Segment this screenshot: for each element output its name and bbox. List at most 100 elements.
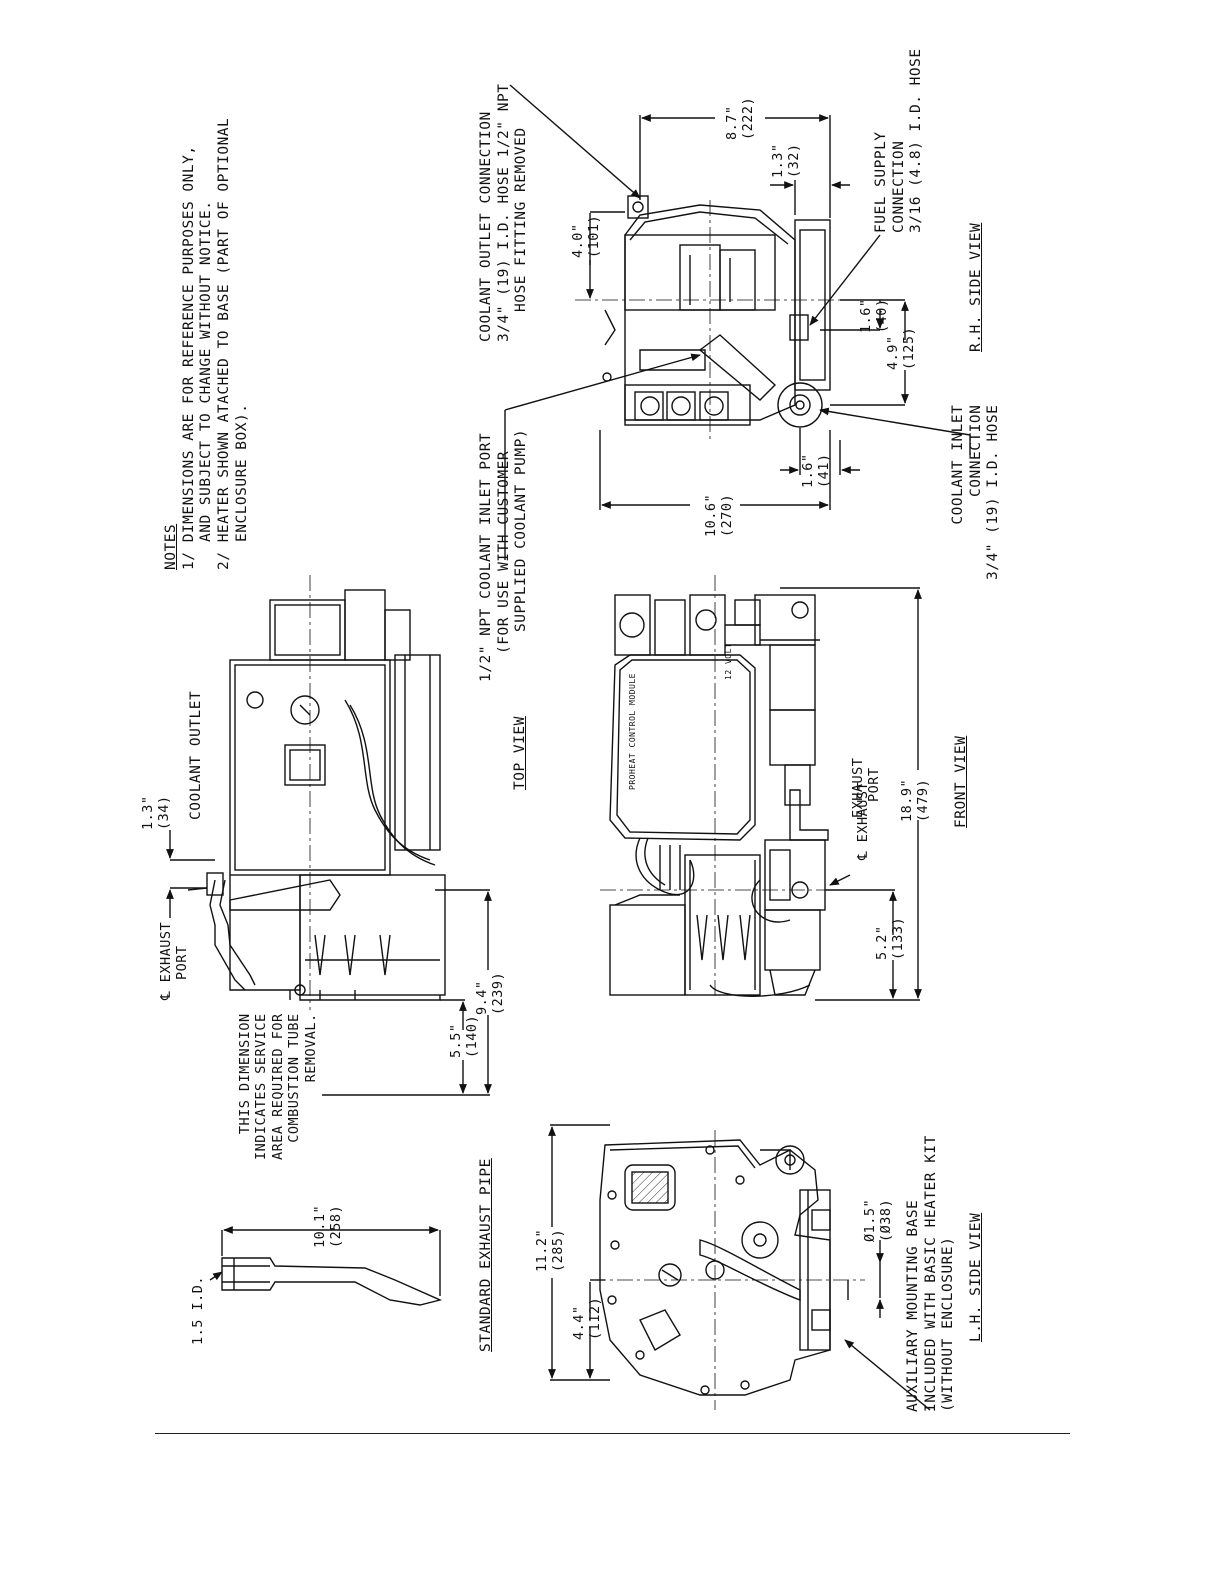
front-view-title: FRONT VIEW [953,735,969,828]
npt-coolant-inlet-note: 1/2" NPT COOLANT INLET PORT (FOR USE WIT… [478,429,531,682]
coolant-inlet-connection-note: COOLANT INLET CONNECTION 3/4" (19) I.D. … [950,405,1003,580]
rh-dim-13-in: 1.3" [770,143,786,178]
front-dim-18-9: 18.9" (479) [899,779,932,822]
npt-l3: SUPPLIED COOLANT PUMP) [513,428,530,632]
coolant-in-l2: CONNECTION [967,404,984,497]
top-view-drawing [166,575,492,1096]
rh-dim-4-0: 4.0" (101) [570,215,603,258]
exhaust-pipe-title: STANDARD EXHAUST PIPE [478,1158,494,1352]
npt-l2: (FOR USE WITH CUSTOMER [495,450,512,654]
rh-dim-49-mm: (125) [901,326,918,370]
exhaust-pipe-length-mm: (258) [328,1204,345,1248]
rh-dim-49-in: 4.9" [885,335,901,370]
notes-heading: NOTES [163,523,179,570]
lh-dim-diameter: Ø1.5" (Ø38) [862,1199,895,1242]
front-dim-5-mm: (133) [890,916,907,960]
coolant-out-l2: 3/4" (19) I.D. HOSE 1/2" NPT [495,83,512,342]
lh-dim-4-4: 4.4" (112) [571,1297,604,1340]
top-view-dim-9-4: 9.4" (239) [474,972,507,1015]
rh-dim-106-in: 10.6" [703,493,719,537]
front-exhaust-centerline: ℄ EXHAUST [855,782,871,860]
lh-side-view-drawing [548,1124,931,1411]
aux-l1: AUXILIARY MOUNTING BASE [905,1199,921,1412]
top-view-title: TOP VIEW [512,716,528,790]
exhaust-pipe-id-label: 1.5 I.D. [190,1275,206,1345]
notes-block: NOTES 1/ DIMENSIONS ARE FOR REFERENCE PU… [163,118,251,570]
exhaust-pipe-length: 10.1" (258) [312,1205,345,1248]
service-l2: INDICATES SERVICE [253,1013,270,1160]
aux-l3: (WITHOUT ENCLOSURE) [940,1236,957,1412]
service-area-note: THIS DIMENSION INDICATES SERVICE AREA RE… [237,1013,319,1160]
lh-dim-4-mm: (112) [587,1296,604,1340]
service-l1: THIS DIMENSION [237,1013,253,1135]
rh-dim-10-6: 10.6" (270) [703,494,736,537]
front-view-drawing [504,353,922,1001]
top-dim-a-in: 1.3" [140,795,156,830]
fuel-l3: 3/16 (4.8) I.D. HOSE [908,48,925,233]
lh-dim-4-in: 4.4" [571,1305,587,1340]
lh-dia-in: Ø1.5" [862,1198,878,1242]
control-module-brand: PROHEAT CONTROL MODULE [628,673,637,790]
rh-dim-40-mm: (101) [586,214,603,258]
control-module-volt: 12 VOLT [724,642,733,680]
rh-dim-16b-mm: (41) [816,453,833,488]
top-dim-b-in: 5.5" [448,1023,464,1058]
top-view-dim-1-3: 1.3" (34) [140,795,173,830]
fuel-l2: CONNECTION [890,140,907,233]
coolant-in-l3: 3/4" (19) I.D. HOSE [985,404,1002,580]
rh-dim-106-mm: (270) [719,493,736,537]
lh-dim-h-in: 11.2" [534,1228,550,1272]
rh-dim-4-9: 4.9" (125) [885,327,918,370]
npt-l1: 1/2" NPT COOLANT INLET PORT [478,432,494,682]
rh-dim-1-6-bottom: 1.6" (41) [800,453,833,488]
front-dim-5-2: 5.2" (133) [874,917,907,960]
aux-mounting-base-note: AUXILIARY MOUNTING BASE INCLUDED WITH BA… [905,1135,958,1412]
lh-dim-h-mm: (285) [550,1228,567,1272]
lh-side-view-title: L.H. SIDE VIEW [968,1212,984,1342]
rh-dim-87-mm: (222) [740,96,757,140]
rh-dim-8-7: 8.7" (222) [724,97,757,140]
rh-dim-87-in: 8.7" [724,105,740,140]
rh-dim-1-3: 1.3" (32) [770,143,803,178]
note-2-line-2: ENCLOSURE BOX). [233,403,250,542]
front-dim-len-in: 18.9" [899,778,915,822]
top-dim-c-mm: (239) [490,971,507,1015]
rh-dim-16b-in: 1.6" [800,453,816,488]
rh-dim-40-in: 4.0" [570,223,586,258]
front-dim-len-mm: (479) [915,778,932,822]
front-dim-5-in: 5.2" [874,925,890,960]
top-exhaust-l2: PORT [174,945,191,980]
note-1-line-1: 1/ DIMENSIONS ARE FOR REFERENCE PURPOSES… [180,145,197,570]
top-dim-a-mm: (34) [156,795,173,830]
lh-dia-mm: (Ø38) [878,1198,895,1242]
coolant-out-l3: HOSE FITTING REMOVED [513,127,530,312]
rh-dim-16a-in: 1.6" [858,298,874,333]
note-2-line-1: 2/ HEATER SHOWN ATACHED TO BASE (PART OF… [216,117,233,570]
top-view-exhaust-port: ℄ EXHAUST PORT [158,922,191,1000]
top-exhaust-l1: ℄ EXHAUST [158,921,174,1000]
aux-l2: INCLUDED WITH BASIC HEATER KIT [922,1135,939,1412]
front-exhaust-cl: ℄ EXHAUST [855,781,871,860]
top-dim-c-in: 9.4" [474,980,490,1015]
top-dim-b-mm: (140) [464,1014,481,1058]
rh-side-view-drawing [509,84,971,510]
fuel-l1: FUEL SUPPLY [873,131,889,233]
exhaust-pipe-drawing [209,1226,443,1306]
service-l4: COMBUSTION TUBE [286,1013,303,1143]
page-bottom-rule [155,1433,1070,1434]
service-l5: REMOVAL. [302,1013,319,1083]
top-view-dim-5-5: 5.5" (140) [448,1015,481,1058]
service-l3: AREA REQUIRED FOR [269,1013,286,1160]
coolant-out-l1: COOLANT OUTLET CONNECTION [478,111,494,342]
exhaust-pipe-length-in: 10.1" [312,1204,328,1248]
note-1-line-2: AND SUBJECT TO CHANGE WITHOUT NOTICE. [198,200,215,542]
coolant-outlet-connection-note: COOLANT OUTLET CONNECTION 3/4" (19) I.D.… [478,84,531,342]
rh-side-view-title: R.H. SIDE VIEW [968,222,984,352]
coolant-in-l1: COOLANT INLET [950,404,966,525]
top-view-coolant-outlet: COOLANT OUTLET [188,690,204,820]
rh-dim-13-mm: (32) [786,143,803,178]
fuel-supply-connection-note: FUEL SUPPLY CONNECTION 3/16 (4.8) I.D. H… [873,48,926,233]
lh-dim-11-2: 11.2" (285) [534,1229,567,1272]
